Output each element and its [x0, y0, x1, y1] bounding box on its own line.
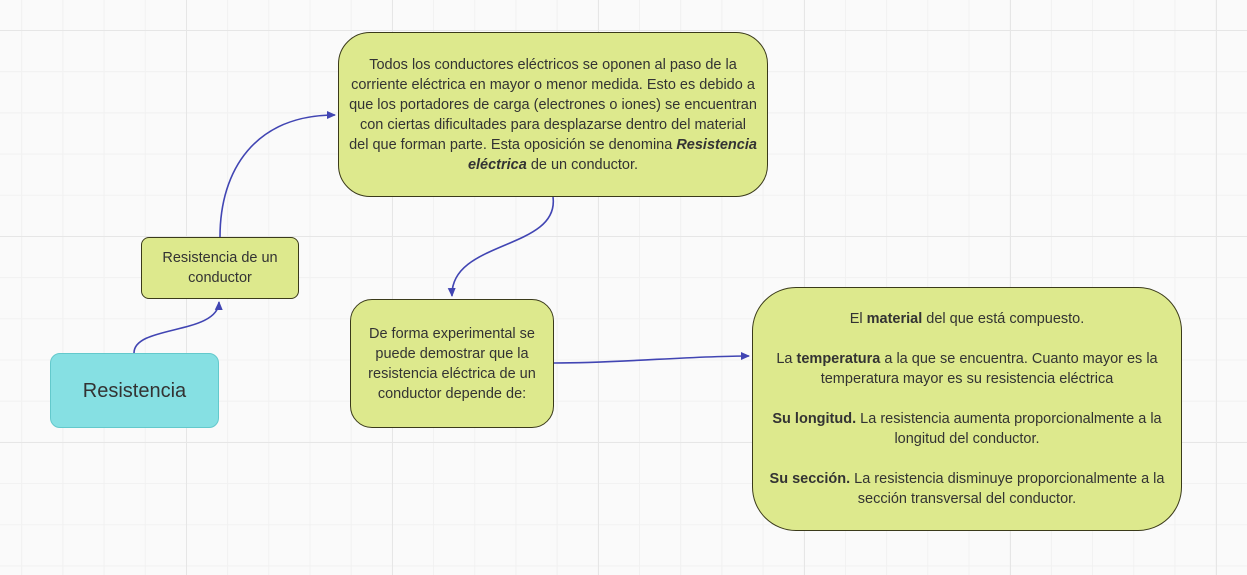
edge-root-to-resistencia-conductor: [133, 301, 223, 354]
node-factores[interactable]: El material del que está compuesto. La t…: [752, 287, 1182, 531]
node-label-line1: Resistencia de un: [162, 250, 278, 266]
edge-resistencia-conductor-to-definicion: [219, 111, 336, 238]
node-forma-experimental[interactable]: De forma experimental se puede demostrar…: [350, 299, 554, 428]
edge-experimental-to-factores: [553, 352, 750, 364]
node-definicion[interactable]: Todos los conductores eléctricos se opon…: [338, 32, 768, 197]
factor-material: El material del que está compuesto.: [849, 311, 1085, 327]
definicion-text: Todos los conductores eléctricos se opon…: [349, 56, 757, 173]
factor-temperatura: La temperatura a la que se encuentra. Cu…: [776, 351, 1158, 387]
edge-definicion-to-experimental: [447, 196, 554, 297]
node-label-line2: conductor: [188, 270, 252, 286]
factor-longitud: Su longitud. La resistencia aumenta prop…: [772, 411, 1162, 447]
experimental-text: De forma experimental se puede demostrar…: [368, 325, 536, 402]
factor-seccion: Su sección. La resistencia disminuye pro…: [769, 471, 1165, 507]
definicion-highlight: Resistencia eléctrica: [467, 136, 757, 173]
node-resistencia-label: Resistencia: [82, 379, 187, 402]
node-resistencia-de-un-conductor[interactable]: Resistencia de un conductor: [141, 237, 299, 299]
node-resistencia[interactable]: Resistencia: [50, 353, 219, 428]
